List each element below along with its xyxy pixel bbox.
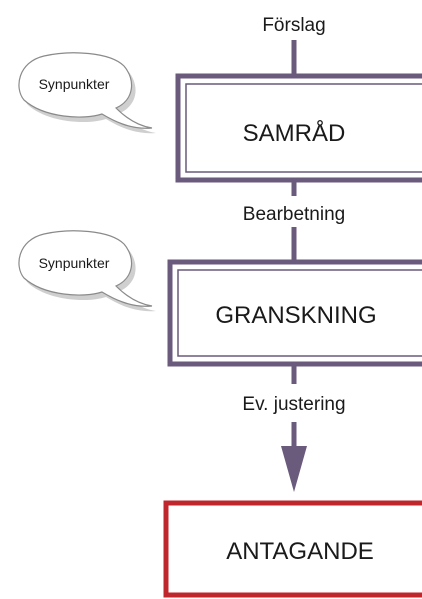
stage-samrad-inner-frame <box>185 83 422 173</box>
comment-bubble-samrad: Synpunkter <box>18 52 156 134</box>
stage-granskning-outer-frame <box>167 259 422 367</box>
speech-bubble-icon <box>18 230 153 307</box>
stage-granskning-inner-frame <box>177 269 422 357</box>
stage-samrad-outer-frame <box>175 73 422 183</box>
stage-granskning: GRANSKNING <box>167 259 422 367</box>
speech-bubble-icon <box>18 52 153 129</box>
comment-bubble-granskning: Synpunkter <box>18 230 156 312</box>
stage-antagande: ANTAGANDE <box>163 500 422 598</box>
transition-label-ev-justering: Ev. justering <box>242 394 345 415</box>
stage-antagande-frame <box>163 500 422 598</box>
start-label: Förslag <box>262 15 325 36</box>
stage-samrad: SAMRÅD <box>175 73 422 183</box>
transition-label-bearbetning: Bearbetning <box>243 204 345 225</box>
arrow-head <box>281 446 307 492</box>
comment-label: Synpunkter <box>39 76 110 92</box>
stage-samrad-title: SAMRÅD <box>243 119 346 147</box>
stage-granskning-title: GRANSKNING <box>215 302 376 329</box>
stage-antagande-title: ANTAGANDE <box>226 538 374 565</box>
comment-label: Synpunkter <box>39 255 110 271</box>
